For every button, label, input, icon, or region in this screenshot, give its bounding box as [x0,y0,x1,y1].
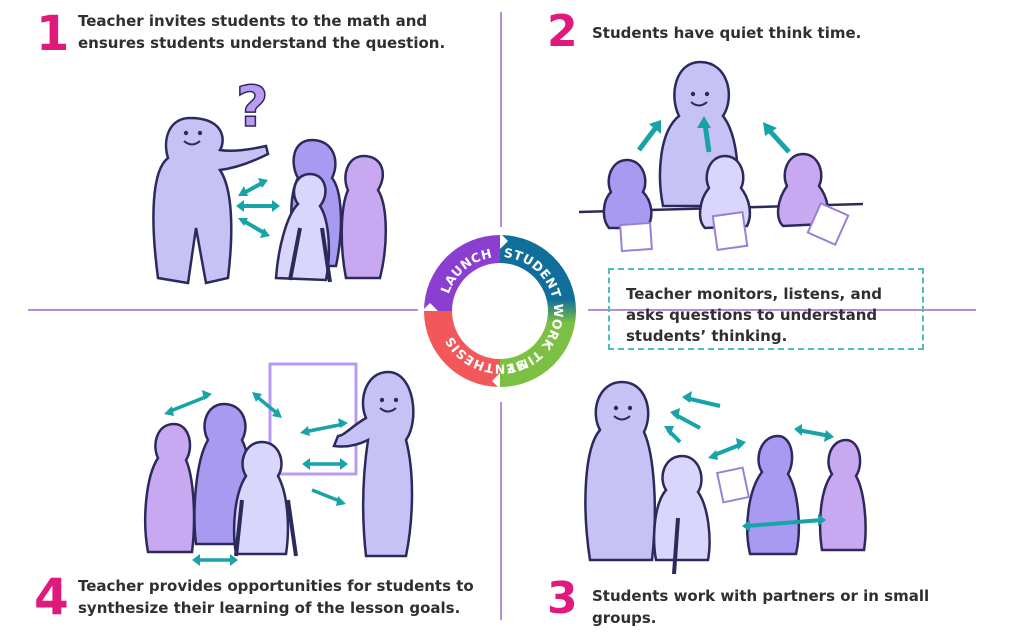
horizontal-divider-right [588,309,976,311]
student-figures [602,152,830,230]
step-3-text: Students work with partners or in small … [592,587,930,627]
wheel-segment-launch [424,235,500,311]
horizontal-divider-left [28,309,418,311]
student-figures [652,434,867,575]
interaction-arrows [236,178,280,238]
step-1-number: 1 [36,6,70,62]
collaboration-arrows [664,391,834,532]
teacher-figure [152,116,270,285]
callout-text: Teacher monitors, listens, and asks ques… [626,285,882,345]
teacher-figure [332,370,415,558]
step-2-number: 2 [547,6,578,57]
chart-paper [268,362,358,476]
lesson-cycle-wheel: LAUNCH STUDENT WORK TIME SYNTHESIS [422,233,576,389]
vertical-divider-bottom [500,402,502,620]
illustration-launch: ? [152,74,387,285]
thinking-arrows [637,116,791,154]
student-group [143,402,298,557]
illustration-synthesis [143,362,415,566]
step-4-number: 4 [34,568,69,626]
step-4-text: Teacher provides opportunities for stude… [78,577,474,617]
wheel-segment-student-work-time [500,235,576,387]
teacher-monitors-callout: Teacher monitors, listens, and asks ques… [608,268,924,350]
step-1-text: Teacher invites students to the math and… [78,12,446,52]
illustration-think-time [578,60,864,253]
wheel-segment-synthesis [424,311,500,387]
vertical-divider-top [500,12,502,227]
step-3-number: 3 [547,573,578,624]
teacher-figure [584,380,657,562]
step-2-text: Students have quiet think time. [592,24,862,42]
shared-paper [715,466,751,504]
student-group [274,138,387,283]
illustration-partner-work [584,380,867,575]
discussion-arrows [164,390,348,566]
paper-sheets [619,201,850,253]
question-mark-icon: ? [236,75,268,140]
